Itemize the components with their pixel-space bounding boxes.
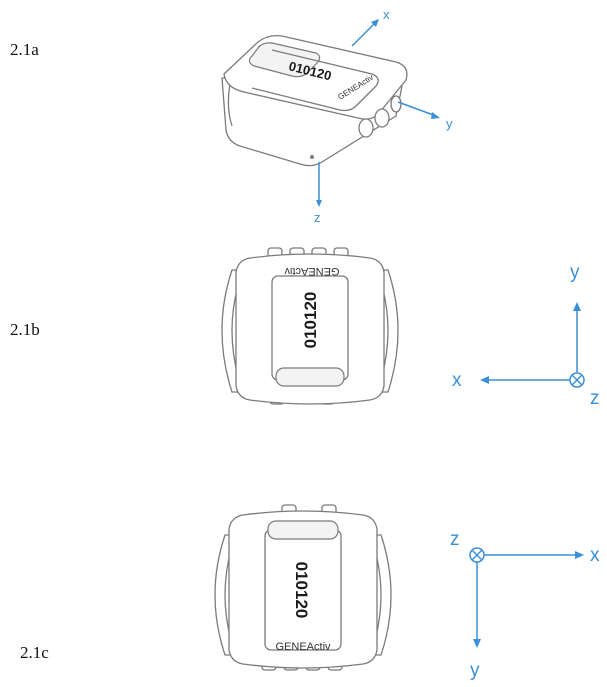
panel-label-2-1b: 2.1b: [10, 320, 40, 339]
axis-triad-2-1b: [480, 302, 585, 388]
device-top-view-2-1b: 010120 GENEActiv: [221, 247, 399, 405]
device-perspective: 010120 GENEActiv: [221, 34, 408, 167]
serial-number-2-1b: 010120: [301, 292, 320, 349]
circled-times-icon: [469, 547, 485, 563]
axis-label-z-2-1b: z: [590, 388, 600, 409]
axis-label-x-2-1b: x: [452, 370, 462, 391]
serial-number-2-1c: 010120: [292, 562, 311, 619]
axis-label-z-2-1a: z: [314, 210, 321, 225]
device-top-view-2-1c: 010120 GENEActiv: [214, 504, 392, 671]
brand-logo-2-1c: GENEActiv: [275, 641, 331, 653]
axis-label-z-2-1c: z: [450, 529, 460, 550]
brand-logo-2-1b: GENEActiv: [284, 265, 340, 277]
axis-label-y-2-1a: y: [446, 116, 453, 131]
axis-triad-2-1c: [469, 547, 584, 648]
axis-label-x-2-1a: x: [383, 7, 390, 22]
circled-times-icon: [569, 372, 585, 388]
panel-label-2-1c: 2.1c: [20, 643, 49, 662]
axis-label-y-2-1b: y: [570, 262, 580, 283]
axis-triad-2-1a: [316, 19, 440, 207]
axis-label-x-2-1c: x: [590, 545, 600, 566]
panel-label-2-1a: 2.1a: [10, 40, 39, 59]
axis-label-y-2-1c: y: [470, 660, 480, 681]
